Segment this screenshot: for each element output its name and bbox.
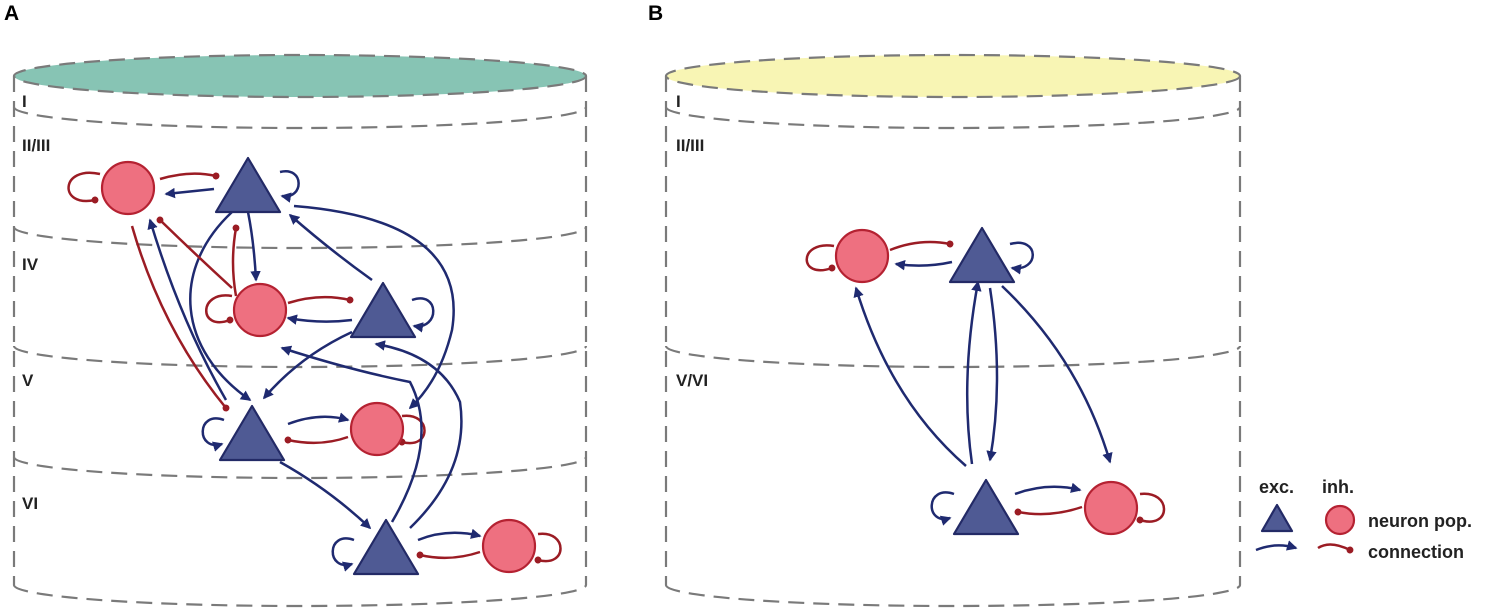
inhibitory-connection [287,295,354,305]
inhibitory-self-connection [398,414,426,446]
panel-b-layer-label: II/III [676,136,704,155]
panel-a-column-top [12,53,588,99]
inhibitory-population [232,282,288,338]
excitatory-self-connection [1009,241,1034,275]
inhibitory-population [100,160,156,216]
excitatory-connection [280,345,423,523]
inhibitory-connection [231,224,240,297]
legend-population-label: neuron pop. [1368,511,1472,531]
excitatory-connection [894,260,953,271]
excitatory-connection [279,460,372,530]
inhibitory-connection [130,225,230,412]
legend-inh-label: inh. [1322,477,1354,497]
excitatory-self-connection [930,491,955,526]
inhibitory-connection [159,172,220,181]
panel-a-populations [100,156,537,576]
excitatory-connection [417,528,482,542]
panel-a-layer-label: IV [22,255,39,274]
inhibitory-connection [416,550,481,560]
excitatory-connection [853,286,967,467]
panel-b-populations [834,226,1139,536]
excitatory-self-connection [331,537,355,572]
panel-a-layer-label: I [22,92,27,111]
panel-a-layer-label: V [22,371,34,390]
excitatory-connection [147,218,228,401]
inhibitory-population [349,401,405,457]
inhibitory-connection [284,435,349,445]
inhibitory-population [1083,480,1139,536]
inhibitory-population [834,228,890,284]
excitatory-connection [262,330,353,400]
inhibitory-self-connection [205,294,234,324]
inhibitory-connection [156,216,233,289]
legend-exc-label: exc. [1259,477,1294,497]
legend-excitatory-connection [1255,540,1298,552]
panel-a-boundary-3 [12,345,588,369]
excitatory-connection [293,204,455,410]
panel-b-boundary-2 [664,345,1242,369]
excitatory-self-connection [411,297,435,333]
panel-b-boundary-1 [664,106,1242,130]
panel-b-layer-label: I [676,92,681,111]
excitatory-population [349,281,417,339]
excitatory-connection [286,314,353,325]
legend-inhibitory-icon [1324,504,1356,536]
panel-a-layer-label: II/III [22,136,50,155]
excitatory-connection [965,280,982,465]
excitatory-connection [1014,482,1082,496]
inhibitory-connection [1014,505,1083,516]
excitatory-population [352,518,420,576]
panel-a-label: A [4,2,19,25]
inhibitory-connection [889,240,954,252]
inhibitory-self-connection [67,171,101,204]
panel-b: B I II/III V/VI [648,2,1242,608]
panel-a-connections [67,170,562,572]
legend-inhibitory-connection [1317,543,1354,554]
excitatory-self-connection [201,417,225,452]
excitatory-connection [986,287,999,462]
legend-connection-label: connection [1368,542,1464,562]
panel-a-boundary-2 [12,226,588,250]
legend-excitatory-icon [1260,503,1294,533]
excitatory-connection [1001,285,1113,464]
excitatory-connection [246,211,261,282]
inhibitory-self-connection [1136,492,1166,524]
panel-b-layer-label: V/VI [676,371,708,390]
excitatory-self-connection [279,170,300,203]
excitatory-connection [374,340,463,529]
excitatory-population [214,156,282,214]
excitatory-connection [164,187,215,199]
excitatory-connection [288,213,373,282]
excitatory-connection [287,412,350,426]
excitatory-population [218,404,286,462]
panel-a-layer-label: VI [22,494,38,513]
panel-a: A I II/III IV V VI [4,2,588,608]
panel-a-boundary-4 [12,456,588,480]
panel-b-column-top [664,53,1242,99]
excitatory-population [952,478,1020,536]
panel-b-column-bottom [664,584,1242,608]
inhibitory-self-connection [534,532,562,564]
excitatory-population [948,226,1016,284]
panel-a-boundary-1 [12,106,588,130]
legend: exc. inh. neuron pop. connection [1255,477,1472,562]
excitatory-connection [189,211,252,402]
inhibitory-self-connection [805,244,836,272]
panel-b-connections [805,240,1166,526]
panel-b-label: B [648,2,663,25]
inhibitory-population [481,518,537,574]
panel-a-column-bottom [12,584,588,608]
